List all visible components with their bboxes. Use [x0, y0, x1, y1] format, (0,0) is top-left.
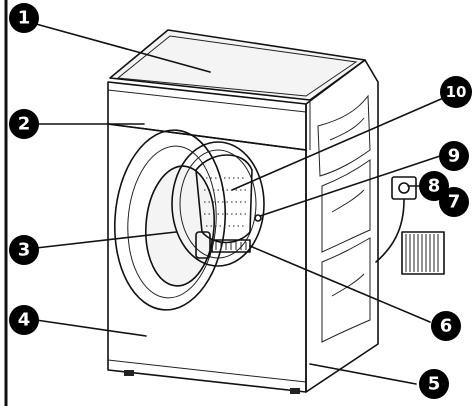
callout-8-label: 8 [428, 176, 441, 197]
callout-4: 4 [9, 305, 39, 335]
callout-2: 2 [9, 109, 39, 139]
leader-10 [232, 96, 448, 190]
leader-5 [310, 364, 416, 384]
callout-8: 8 [419, 171, 449, 201]
callout-10-label: 10 [446, 83, 467, 101]
callout-9-label: 9 [448, 146, 461, 167]
callout-6: 6 [431, 311, 461, 341]
callout-9: 9 [439, 141, 469, 171]
dryer-illustration [108, 30, 378, 394]
filter-cartridge [402, 232, 444, 274]
callout-1: 1 [9, 3, 39, 33]
foot-right [290, 388, 300, 394]
callout-3: 3 [9, 235, 39, 265]
callout-5-label: 5 [428, 374, 441, 395]
callout-3-label: 3 [18, 240, 31, 261]
leader-4 [36, 320, 146, 336]
leader-6 [250, 246, 430, 322]
callout-7-label: 7 [448, 192, 461, 213]
callout-4-label: 4 [18, 310, 31, 331]
callout-1-label: 1 [18, 8, 31, 29]
callout-10: 10 [440, 76, 472, 108]
callout-5: 5 [419, 369, 449, 399]
callout-6-label: 6 [440, 316, 453, 337]
callout-2-label: 2 [18, 114, 31, 135]
foot-left [124, 370, 134, 376]
side-panel [306, 60, 378, 392]
